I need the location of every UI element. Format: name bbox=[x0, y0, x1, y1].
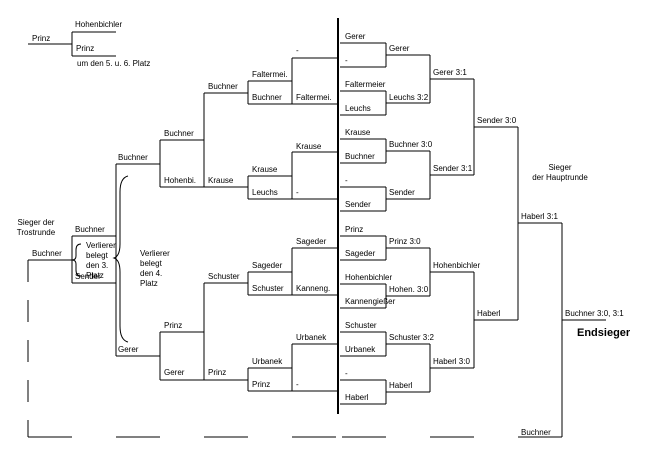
entry-haberl-final: Haberl 3:1 bbox=[521, 212, 558, 221]
entry-buchner-champion: Buchner 3:0, 3:1 bbox=[565, 309, 624, 318]
entry-hohenbi: Hohenbi. bbox=[164, 176, 197, 185]
entry-hohenbichler-r2: Hohenbichler bbox=[433, 261, 481, 270]
entry-krause-r1: Krause bbox=[345, 128, 371, 137]
entry-dash-r2: - bbox=[345, 176, 348, 185]
entry-faltermei-2: Faltermei. bbox=[296, 93, 332, 102]
entry-buchner-3: Buchner bbox=[164, 129, 194, 138]
entry-leuchs-score: Leuchs 3:2 bbox=[389, 93, 429, 102]
entry-haberl-score: Haberl 3:0 bbox=[433, 357, 470, 366]
entry-haberl-r3: Haberl bbox=[477, 309, 501, 318]
entry-hohenbichler-top: Hohenbichler bbox=[75, 20, 123, 29]
entry-haberl-r2: Haberl bbox=[389, 381, 413, 390]
entry-kanneng: Kanneng. bbox=[296, 284, 331, 293]
section-sieger-hauptrunde: Sieger der Hauptrunde bbox=[532, 163, 588, 182]
entry-krause-1: Krause bbox=[208, 176, 234, 185]
entry-leuchs-1: Leuchs bbox=[252, 188, 278, 197]
entry-urbanek-r1: Urbanek bbox=[345, 345, 376, 354]
entry-krause-2: Krause bbox=[252, 165, 278, 174]
note-verlierer-3: Verlierer belegt den 3. Platz bbox=[86, 241, 116, 280]
entry-hohen-score: Hohen. 3:0 bbox=[389, 285, 429, 294]
entry-prinz-left: Prinz bbox=[32, 34, 51, 43]
entry-sageder-2: Sageder bbox=[252, 261, 283, 270]
entry-buchner-6: Buchner bbox=[32, 249, 62, 258]
entry-buchner-2: Buchner bbox=[208, 82, 238, 91]
entry-gerer-1: Gerer bbox=[118, 345, 139, 354]
entry-dash-r1: - bbox=[345, 56, 348, 65]
entry-prinz-score: Prinz 3:0 bbox=[389, 237, 421, 246]
entry-prinz-3: Prinz bbox=[208, 368, 227, 377]
entry-buchner-5: Buchner bbox=[75, 225, 105, 234]
entry-sender-left: Sender bbox=[75, 272, 101, 281]
entry-prinz-4: Prinz bbox=[252, 380, 271, 389]
entry-prinz-r1: Prinz bbox=[345, 225, 364, 234]
entry-prinz-platz5: Prinz bbox=[76, 44, 95, 53]
entry-gerer-2: Gerer bbox=[164, 368, 185, 377]
brace-platz-4 bbox=[112, 175, 129, 343]
section-endsieger: Endsieger bbox=[577, 327, 631, 339]
entry-gerer-score: Gerer 3:1 bbox=[433, 68, 467, 77]
entry-krause-3: Krause bbox=[296, 142, 322, 151]
entry-faltermei-1: Faltermei. bbox=[252, 70, 288, 79]
entry-leuchs-r1: Leuchs bbox=[345, 104, 371, 113]
entry-sageder-1: Sageder bbox=[296, 237, 327, 246]
entry-buchner-4: Buchner bbox=[118, 153, 148, 162]
entry-haberl-r1: Haberl bbox=[345, 393, 369, 402]
entry-sender-r1: Sender bbox=[345, 200, 371, 209]
entry-dash-3: - bbox=[296, 380, 299, 389]
entry-dash-r3: - bbox=[345, 369, 348, 378]
entry-buchner-score: Buchner 3:0 bbox=[389, 140, 433, 149]
entry-hohenbichler-r1: Hohenbichler bbox=[345, 273, 393, 282]
entry-schuster-r1: Schuster bbox=[345, 321, 377, 330]
entry-sageder-r1: Sageder bbox=[345, 249, 376, 258]
entry-sender-score-2: Sender 3:0 bbox=[477, 116, 517, 125]
entry-sender-score-1: Sender 3:1 bbox=[433, 164, 473, 173]
entry-prinz-2: Prinz bbox=[164, 321, 183, 330]
note-platz-5-6: um den 5. u. 6. Platz bbox=[77, 59, 151, 68]
entry-buchner-bottom: Buchner bbox=[521, 428, 551, 437]
entry-schuster-1: Schuster bbox=[208, 272, 240, 281]
brace-platz-3 bbox=[71, 243, 82, 277]
entry-urbanek-2: Urbanek bbox=[252, 357, 283, 366]
entry-schuster-2: Schuster bbox=[252, 284, 284, 293]
note-verlierer-4: Verlierer belegt den 4. Platz bbox=[140, 249, 170, 288]
entry-kannengiesser: Kannengießer bbox=[345, 297, 396, 306]
entry-schuster-score: Schuster 3:2 bbox=[389, 333, 434, 342]
entry-buchner-1: Buchner bbox=[252, 93, 282, 102]
entry-gerer-r2: Gerer bbox=[389, 44, 410, 53]
entry-dash-2: - bbox=[296, 188, 299, 197]
entry-buchner-r1: Buchner bbox=[345, 152, 375, 161]
entry-sender-r2: Sender bbox=[389, 188, 415, 197]
entry-gerer-r1: Gerer bbox=[345, 32, 366, 41]
section-sieger-trostrunde: Sieger der Trostrunde bbox=[16, 218, 56, 237]
entry-faltermeier-r: Faltermeier bbox=[345, 80, 386, 89]
entry-urbanek-1: Urbanek bbox=[296, 333, 327, 342]
entry-dash-1: - bbox=[296, 46, 299, 55]
